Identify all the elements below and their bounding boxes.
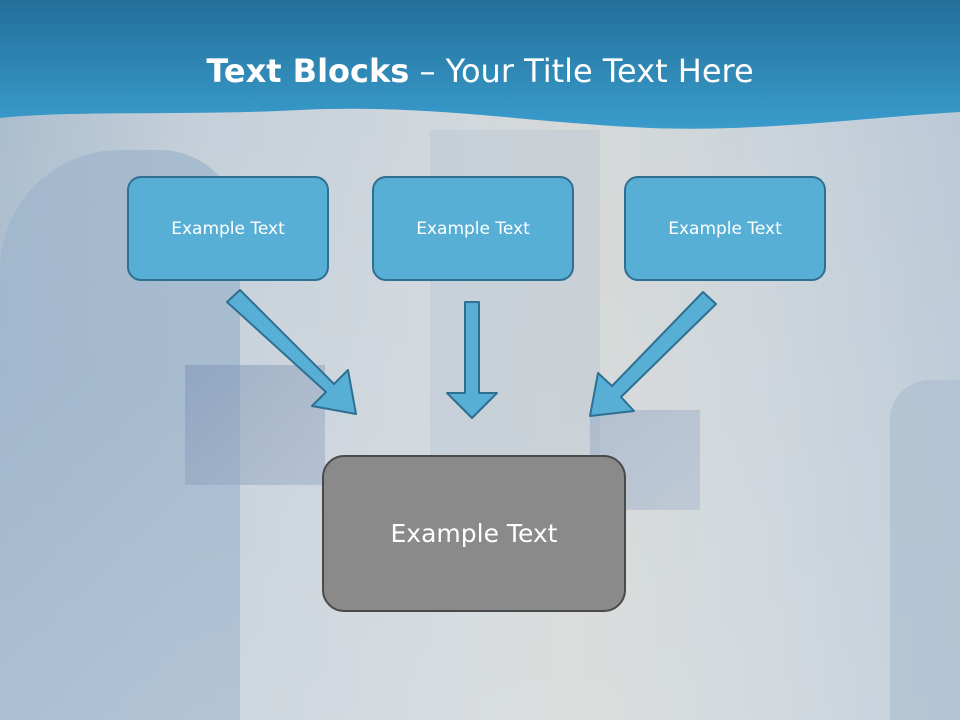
background-person-right bbox=[890, 380, 960, 720]
title-bold-part: Text Blocks bbox=[206, 52, 410, 90]
text-block-2[interactable]: Example Text bbox=[372, 176, 574, 281]
target-block[interactable]: Example Text bbox=[322, 455, 626, 612]
target-block-label: Example Text bbox=[390, 519, 558, 548]
title-rest-part: Your Title Text Here bbox=[445, 52, 754, 90]
text-block-1[interactable]: Example Text bbox=[127, 176, 329, 281]
title-dash: – bbox=[409, 52, 446, 90]
title-banner bbox=[0, 0, 960, 140]
text-block-1-label: Example Text bbox=[171, 218, 285, 239]
slide-title: Text Blocks – Your Title Text Here bbox=[0, 52, 960, 90]
text-block-2-label: Example Text bbox=[416, 218, 530, 239]
text-block-3[interactable]: Example Text bbox=[624, 176, 826, 281]
background-screen bbox=[185, 365, 325, 485]
text-block-3-label: Example Text bbox=[668, 218, 782, 239]
